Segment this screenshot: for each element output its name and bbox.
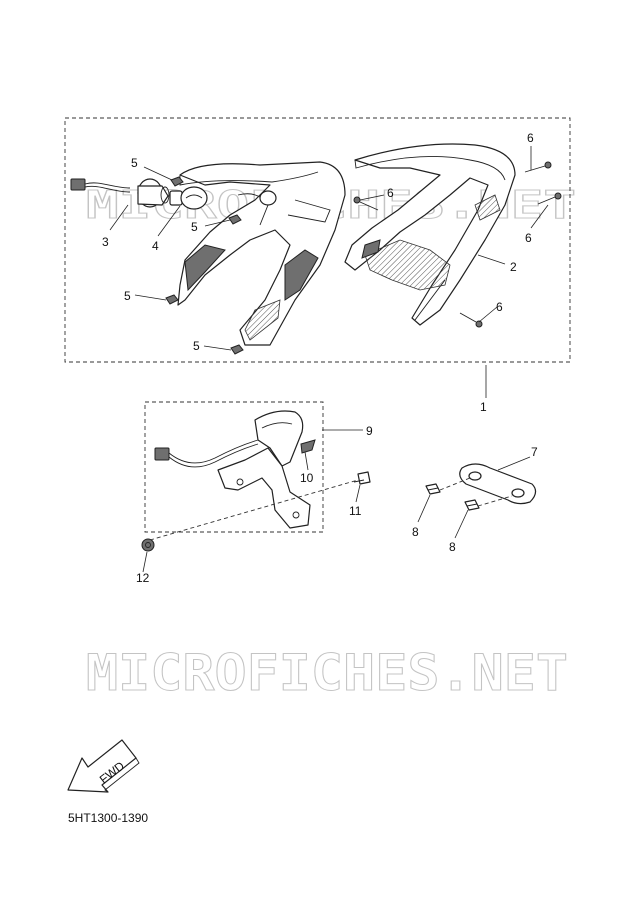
- callout-9: 9: [366, 424, 373, 438]
- callout-8b: 8: [449, 540, 456, 554]
- callout-6a: 6: [527, 131, 534, 145]
- nut-part-5c: [165, 294, 179, 305]
- rear-cover-part: [344, 143, 516, 326]
- callout-5d: 5: [193, 339, 200, 353]
- diagram-code: 5HT1300-1390: [68, 811, 149, 825]
- callout-4: 4: [152, 239, 159, 253]
- callout-6c: 6: [525, 231, 532, 245]
- screw-part-6a: [524, 161, 552, 173]
- leader-lines: [109, 146, 549, 573]
- fwd-arrow-icon: FWD: [67, 739, 140, 793]
- bolt-part-11: [149, 471, 371, 541]
- socket-cord-part: [70, 178, 170, 208]
- callout-5a: 5: [131, 156, 138, 170]
- callout-5c: 5: [124, 289, 131, 303]
- clip-part-8b: [464, 499, 480, 511]
- screw-part-6c: [537, 192, 562, 205]
- callout-12: 12: [136, 571, 150, 585]
- callout-5b: 5: [191, 220, 198, 234]
- pad-part-10: [300, 439, 316, 454]
- callout-7: 7: [531, 445, 538, 459]
- plate-part-7: [439, 463, 537, 507]
- assembly-box-main: [64, 117, 571, 363]
- callout-8a: 8: [412, 525, 419, 539]
- callout-1: 1: [480, 400, 487, 414]
- watermark-large: MICROFICHES.NET: [86, 644, 568, 702]
- nut-part-12: [141, 538, 155, 552]
- license-light-part: [154, 410, 311, 529]
- nut-part-5b: [228, 214, 242, 225]
- callout-10: 10: [300, 471, 314, 485]
- bulb-part: [169, 186, 208, 210]
- tail-housing-part: [177, 161, 346, 346]
- clip-part-8a: [425, 483, 441, 495]
- nut-part-5d: [230, 344, 244, 355]
- callout-2: 2: [510, 260, 517, 274]
- callout-11: 11: [349, 504, 362, 518]
- callout-6b: 6: [387, 186, 394, 200]
- callout-6d: 6: [496, 300, 503, 314]
- callout-3: 3: [102, 235, 109, 249]
- screw-part-6d: [459, 312, 483, 328]
- nut-part-5a: [170, 176, 184, 187]
